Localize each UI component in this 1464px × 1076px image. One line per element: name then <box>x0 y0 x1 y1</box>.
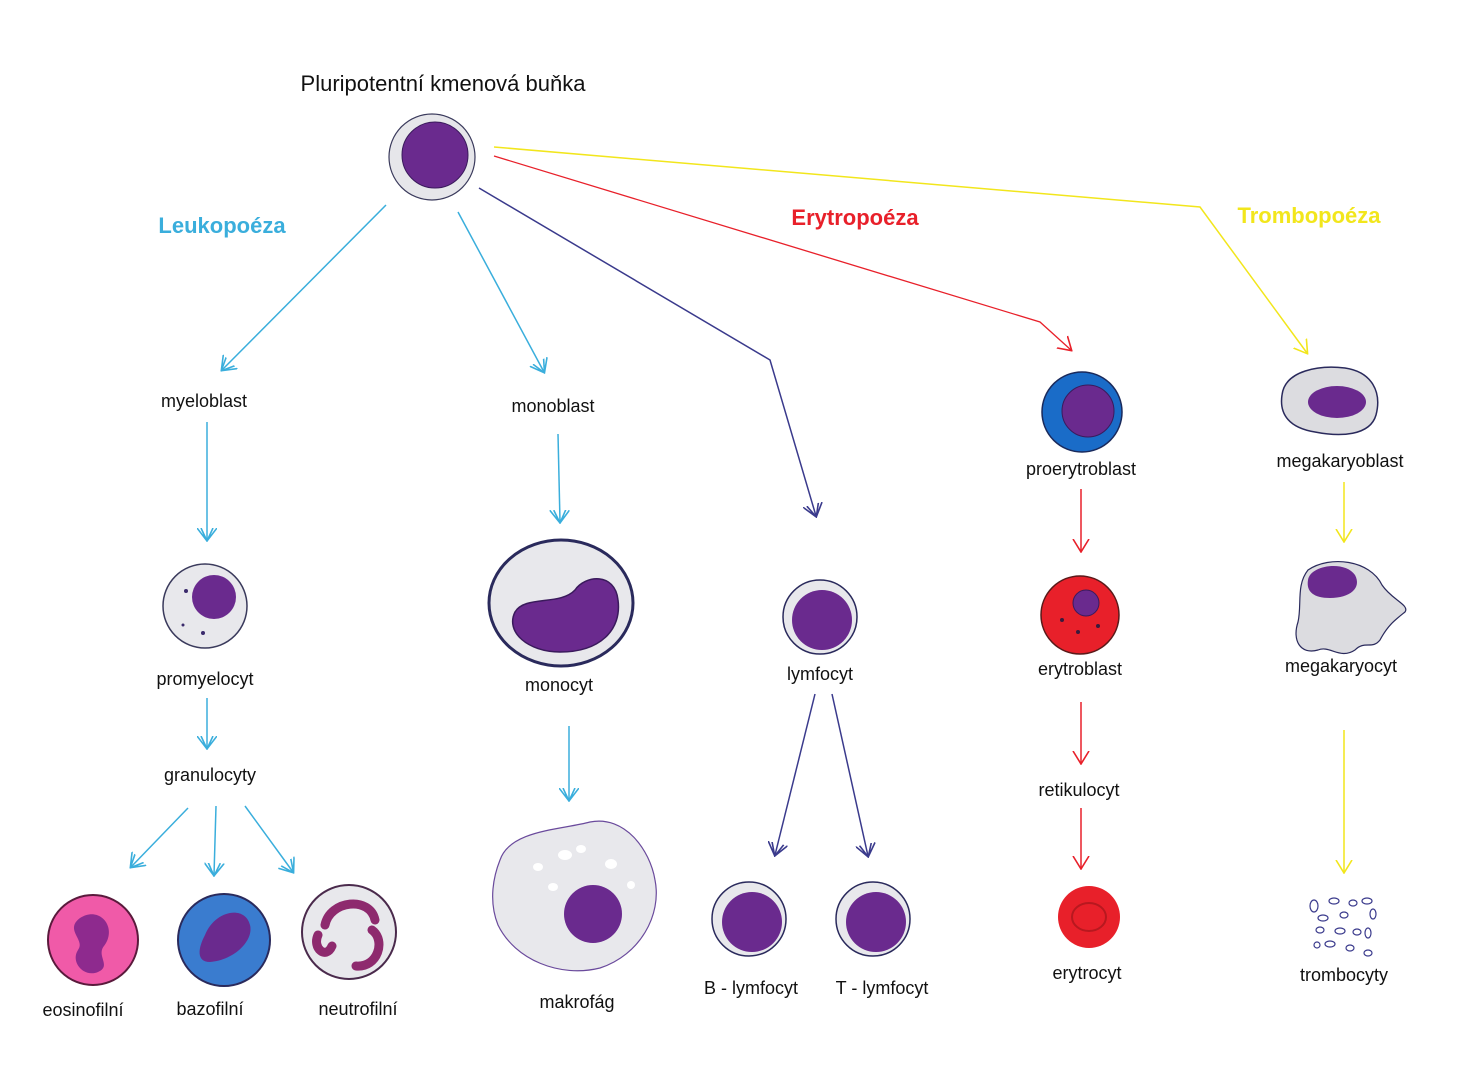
proerytroblast-image <box>1041 371 1123 453</box>
arrow-stem-to-myeloblast <box>222 204 387 370</box>
arrow-lymfocyt-to-t-lymfocyt <box>831 693 868 856</box>
trombocyty-image <box>1309 897 1377 957</box>
label-megakaryoblast: megakaryoblast <box>1276 451 1403 471</box>
arrows <box>131 146 1344 875</box>
stem-cell-image <box>388 113 476 201</box>
label-proerytroblast: proerytroblast <box>1026 459 1136 479</box>
t-lymfocyt-image <box>835 881 911 957</box>
arrow-granulocyty-to-eosinofilni <box>131 807 189 867</box>
label-granulocyty: granulocyty <box>164 765 256 785</box>
arrow-granulocyty-to-bazofilni <box>214 805 216 875</box>
megakaryoblast-image <box>1280 366 1379 436</box>
label-erytroblast: erytroblast <box>1038 659 1122 679</box>
makrofag-image <box>492 820 657 972</box>
diagram-title: Pluripotentní kmenová buňka <box>301 71 587 96</box>
branch-leukopoeza: Leukopoéza <box>158 213 286 238</box>
promyelocyt-image <box>162 563 248 649</box>
label-retikulocyt: retikulocyt <box>1038 780 1119 800</box>
label-erytrocyt: erytrocyt <box>1052 963 1121 983</box>
arrow-lymfocyt-to-b-lymfocyt <box>775 693 816 855</box>
eosinofilni-image <box>47 894 139 986</box>
label-b-lymfocyt: B - lymfocyt <box>704 978 798 998</box>
arrow-stem-to-lymfocyt <box>478 187 816 516</box>
arrow-granulocyty-to-neutrofilni <box>244 805 293 872</box>
arrow-stem-to-megakaryoblast <box>493 146 1307 353</box>
bazofilni-image <box>177 893 271 987</box>
b-lymfocyt-image <box>711 881 787 957</box>
label-lymfocyt: lymfocyt <box>787 664 853 684</box>
label-trombocyty: trombocyty <box>1300 965 1388 985</box>
neutrofilni-image <box>301 884 397 980</box>
label-megakaryocyt: megakaryocyt <box>1285 656 1397 676</box>
arrow-monoblast-to-monocyt <box>558 433 560 522</box>
labels: Pluripotentní kmenová buňka Leukopoéza E… <box>42 71 1403 1020</box>
monocyt-image <box>487 538 635 668</box>
label-monocyt: monocyt <box>525 675 593 695</box>
branch-erytropoeza: Erytropoéza <box>791 205 919 230</box>
branch-trombopoeza: Trombopoéza <box>1237 203 1381 228</box>
cells <box>47 113 1407 987</box>
erytrocyt-image <box>1058 886 1120 948</box>
label-myeloblast: myeloblast <box>161 391 247 411</box>
arrow-stem-to-monoblast <box>457 211 544 372</box>
megakaryocyt-image <box>1295 561 1407 655</box>
erytroblast-image <box>1040 575 1120 655</box>
label-t-lymfocyt: T - lymfocyt <box>836 978 929 998</box>
label-neutrofilni: neutrofilní <box>318 999 397 1019</box>
label-monoblast: monoblast <box>511 396 594 416</box>
lymfocyt-image <box>782 579 858 655</box>
label-eosinofilni: eosinofilní <box>42 1000 123 1020</box>
label-makrofag: makrofág <box>539 992 614 1012</box>
label-promyelocyt: promyelocyt <box>156 669 253 689</box>
arrow-stem-to-proerytroblast <box>493 155 1071 350</box>
label-bazofilni: bazofilní <box>176 999 243 1019</box>
